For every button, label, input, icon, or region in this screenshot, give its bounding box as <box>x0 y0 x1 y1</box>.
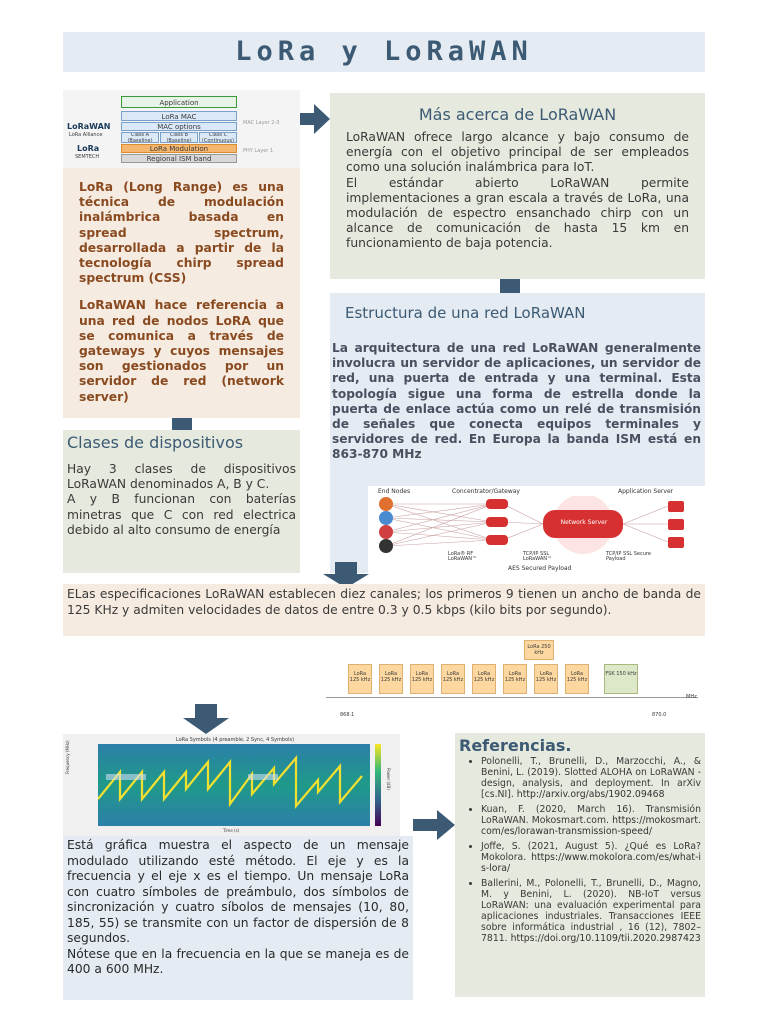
tcp-ssl-label-1: TCP/IP SSL LoRaWAN™ <box>523 551 553 562</box>
grafica-panel: Está gráfica muestra el aspecto de un me… <box>63 836 413 1000</box>
canales-text: ELas especificaciones LoRaWAN establecen… <box>67 587 701 617</box>
channel-box: LoRa 125 kHz <box>534 664 558 694</box>
mas-acerca-text-1: LoRaWAN ofrece largo alcance y bajo cons… <box>346 130 689 175</box>
gateway-label: Concentrator/Gateway <box>452 488 520 495</box>
grafica-text-2: Nótese que en la frecuencia en la que se… <box>67 946 409 977</box>
spectrogram-cbar-label: Power (dB) <box>386 768 391 790</box>
stack-lora-mac: LoRa MAC <box>121 111 237 121</box>
side-mac-label: MAC Layer 2-3 <box>243 120 280 126</box>
referencias-panel: Referencias. Polonelli, T., Brunelli, D.… <box>455 733 705 997</box>
stack-class-b: Class B (Baseline) <box>160 132 198 143</box>
reference-item: Kuan, F. (2020, March 16). Transmisión L… <box>481 804 701 837</box>
stack-lora-modulation: LoRa Modulation <box>121 144 237 153</box>
arrow-right-icon <box>413 810 455 840</box>
reference-link[interactable]: https://doi.org/10.1109/tii.2020.2987423 <box>510 933 701 944</box>
aes-label: AES Secured Payload <box>508 565 572 572</box>
end-nodes-label: End Nodes <box>378 488 411 495</box>
channel-box: LoRa 125 kHz <box>379 664 403 694</box>
title-banner: LoRa y LoRaWAN <box>63 32 705 72</box>
intro-lorawan-text: LoRaWAN hace referencia a una red de nod… <box>79 298 284 404</box>
lora-alliance-label: LoRa Alliance <box>69 132 103 138</box>
clases-heading: Clases de dispositivos <box>67 433 244 452</box>
channel-box: LoRa 125 kHz <box>565 664 589 694</box>
fsk-channel-box: FSK 150 kHz <box>604 664 638 694</box>
reference-text: Kuan, F. (2020, March 16). Transmisión L… <box>481 804 701 826</box>
referencias-heading: Referencias. <box>459 736 572 755</box>
intro-panel: LoRa (Long Range) es una técnica de modu… <box>63 168 300 418</box>
app-server-label: Application Server <box>618 488 674 495</box>
stack-class-a: Class A (Baseline) <box>121 132 159 143</box>
arrow-down-icon <box>183 704 229 734</box>
spectrogram-figure: LoRa Symbols (4 preamble, 2 Sync, 4 Symb… <box>63 734 400 836</box>
mas-acerca-text-2: El estándar abierto LoRaWAN permite impl… <box>346 175 689 251</box>
axis-right-label: 870.0 <box>652 712 667 718</box>
reference-text: Polonelli, T., Brunelli, D., Marzocchi, … <box>481 756 701 800</box>
channel-box: LoRa 125 kHz <box>348 664 372 694</box>
reference-text: Ballerini, M., Polonelli, T., Brunelli, … <box>481 878 701 944</box>
lora-rf-label: LoRa® RF LoRaWAN™ <box>448 551 478 562</box>
clases-panel: Clases de dispositivos Hay 3 clases de d… <box>63 430 300 573</box>
network-server-label: Network Server <box>560 519 608 526</box>
reference-item: Joffe, S. (2021, August 5). ¿Qué es LoRa… <box>481 841 701 874</box>
channel-box: LoRa 125 kHz <box>503 664 527 694</box>
lora-logo: LoRa <box>77 144 100 153</box>
clases-text-2: A y B funcionan con baterías minetras qu… <box>67 492 296 537</box>
intro-lora-text: LoRa (Long Range) es una técnica de modu… <box>79 180 284 286</box>
arrow-down-icon <box>323 562 369 588</box>
lorawan-logo: LoRaWAN <box>67 122 111 131</box>
mhz-label: MHz <box>686 694 697 700</box>
axis-line <box>326 697 698 698</box>
network-topology-graphic <box>379 496 684 554</box>
reference-link[interactable]: http://arxiv.org/abs/1902.09468 <box>516 789 665 800</box>
channel-box: LoRa 125 kHz <box>441 664 465 694</box>
references-list: Polonelli, T., Brunelli, D., Marzocchi, … <box>459 756 701 944</box>
side-phy-label: PHY Layer 1 <box>243 148 274 154</box>
clases-text-1: Hay 3 clases de dispositivos LoRaWAN den… <box>67 462 296 492</box>
estructura-heading: Estructura de una red LoRaWAN <box>345 304 586 322</box>
grafica-text-1: Está gráfica muestra el aspecto de un me… <box>67 838 409 945</box>
tcp-ssl-label-2: TCP/IP SSL Secure Payload <box>606 551 651 562</box>
stack-mac-options: MAC options <box>121 122 237 131</box>
channel-box: LoRa 125 kHz <box>410 664 434 694</box>
network-diagram: End Nodes Concentrator/Gateway Applicati… <box>368 486 705 573</box>
semtech-label: SEMTECH <box>75 154 100 160</box>
spectrogram-ylabel: Frequency (MHz) <box>65 740 70 774</box>
reference-item: Polonelli, T., Brunelli, D., Marzocchi, … <box>481 756 701 800</box>
mas-acerca-panel: Más acerca de LoRaWAN LoRaWAN ofrece lar… <box>330 93 705 279</box>
channel-box: LoRa 125 kHz <box>472 664 496 694</box>
reference-text: Joffe, S. (2021, August 5). ¿Qué es LoRa… <box>481 841 701 863</box>
canales-panel: ELas especificaciones LoRaWAN establecen… <box>63 584 705 636</box>
reference-item: Ballerini, M., Polonelli, T., Brunelli, … <box>481 878 701 944</box>
arrow-right-icon <box>300 104 330 134</box>
reference-link[interactable]: https://www.mokolora.com/es/what-is-lora… <box>481 852 701 874</box>
top-channel: LoRa 250 kHz <box>524 640 554 660</box>
estructura-text: La arquitectura de una red LoRaWAN gener… <box>332 341 701 462</box>
reference-link[interactable]: https://mokosmart.com/es/lorawan-transmi… <box>481 815 701 837</box>
mas-acerca-heading: Más acerca de LoRaWAN <box>418 105 617 124</box>
spectrogram-xlabel: Time (s) <box>223 828 240 833</box>
channel-chart: LoRa 125 kHz LoRa 125 kHz LoRa 125 kHz LoRa… <box>322 636 705 722</box>
axis-left-label: 868.1 <box>340 712 355 718</box>
stack-application: Application <box>121 96 237 108</box>
lora-stack-diagram: Application LoRa MAC MAC options Class A… <box>63 90 300 168</box>
page-title: LoRa y LoRaWAN <box>235 36 533 67</box>
stack-regional-ism: Regional ISM band <box>121 154 237 163</box>
spectrogram-colorbar <box>375 744 381 826</box>
spectrogram-plot <box>98 744 370 826</box>
channel-row: LoRa 125 kHz LoRa 125 kHz LoRa 125 kHz LoRa… <box>348 660 688 694</box>
stack-class-c: Class C (Continuous) <box>199 132 237 143</box>
spectrogram-title: LoRa Symbols (4 preamble, 2 Sync, 4 Symb… <box>175 737 295 743</box>
